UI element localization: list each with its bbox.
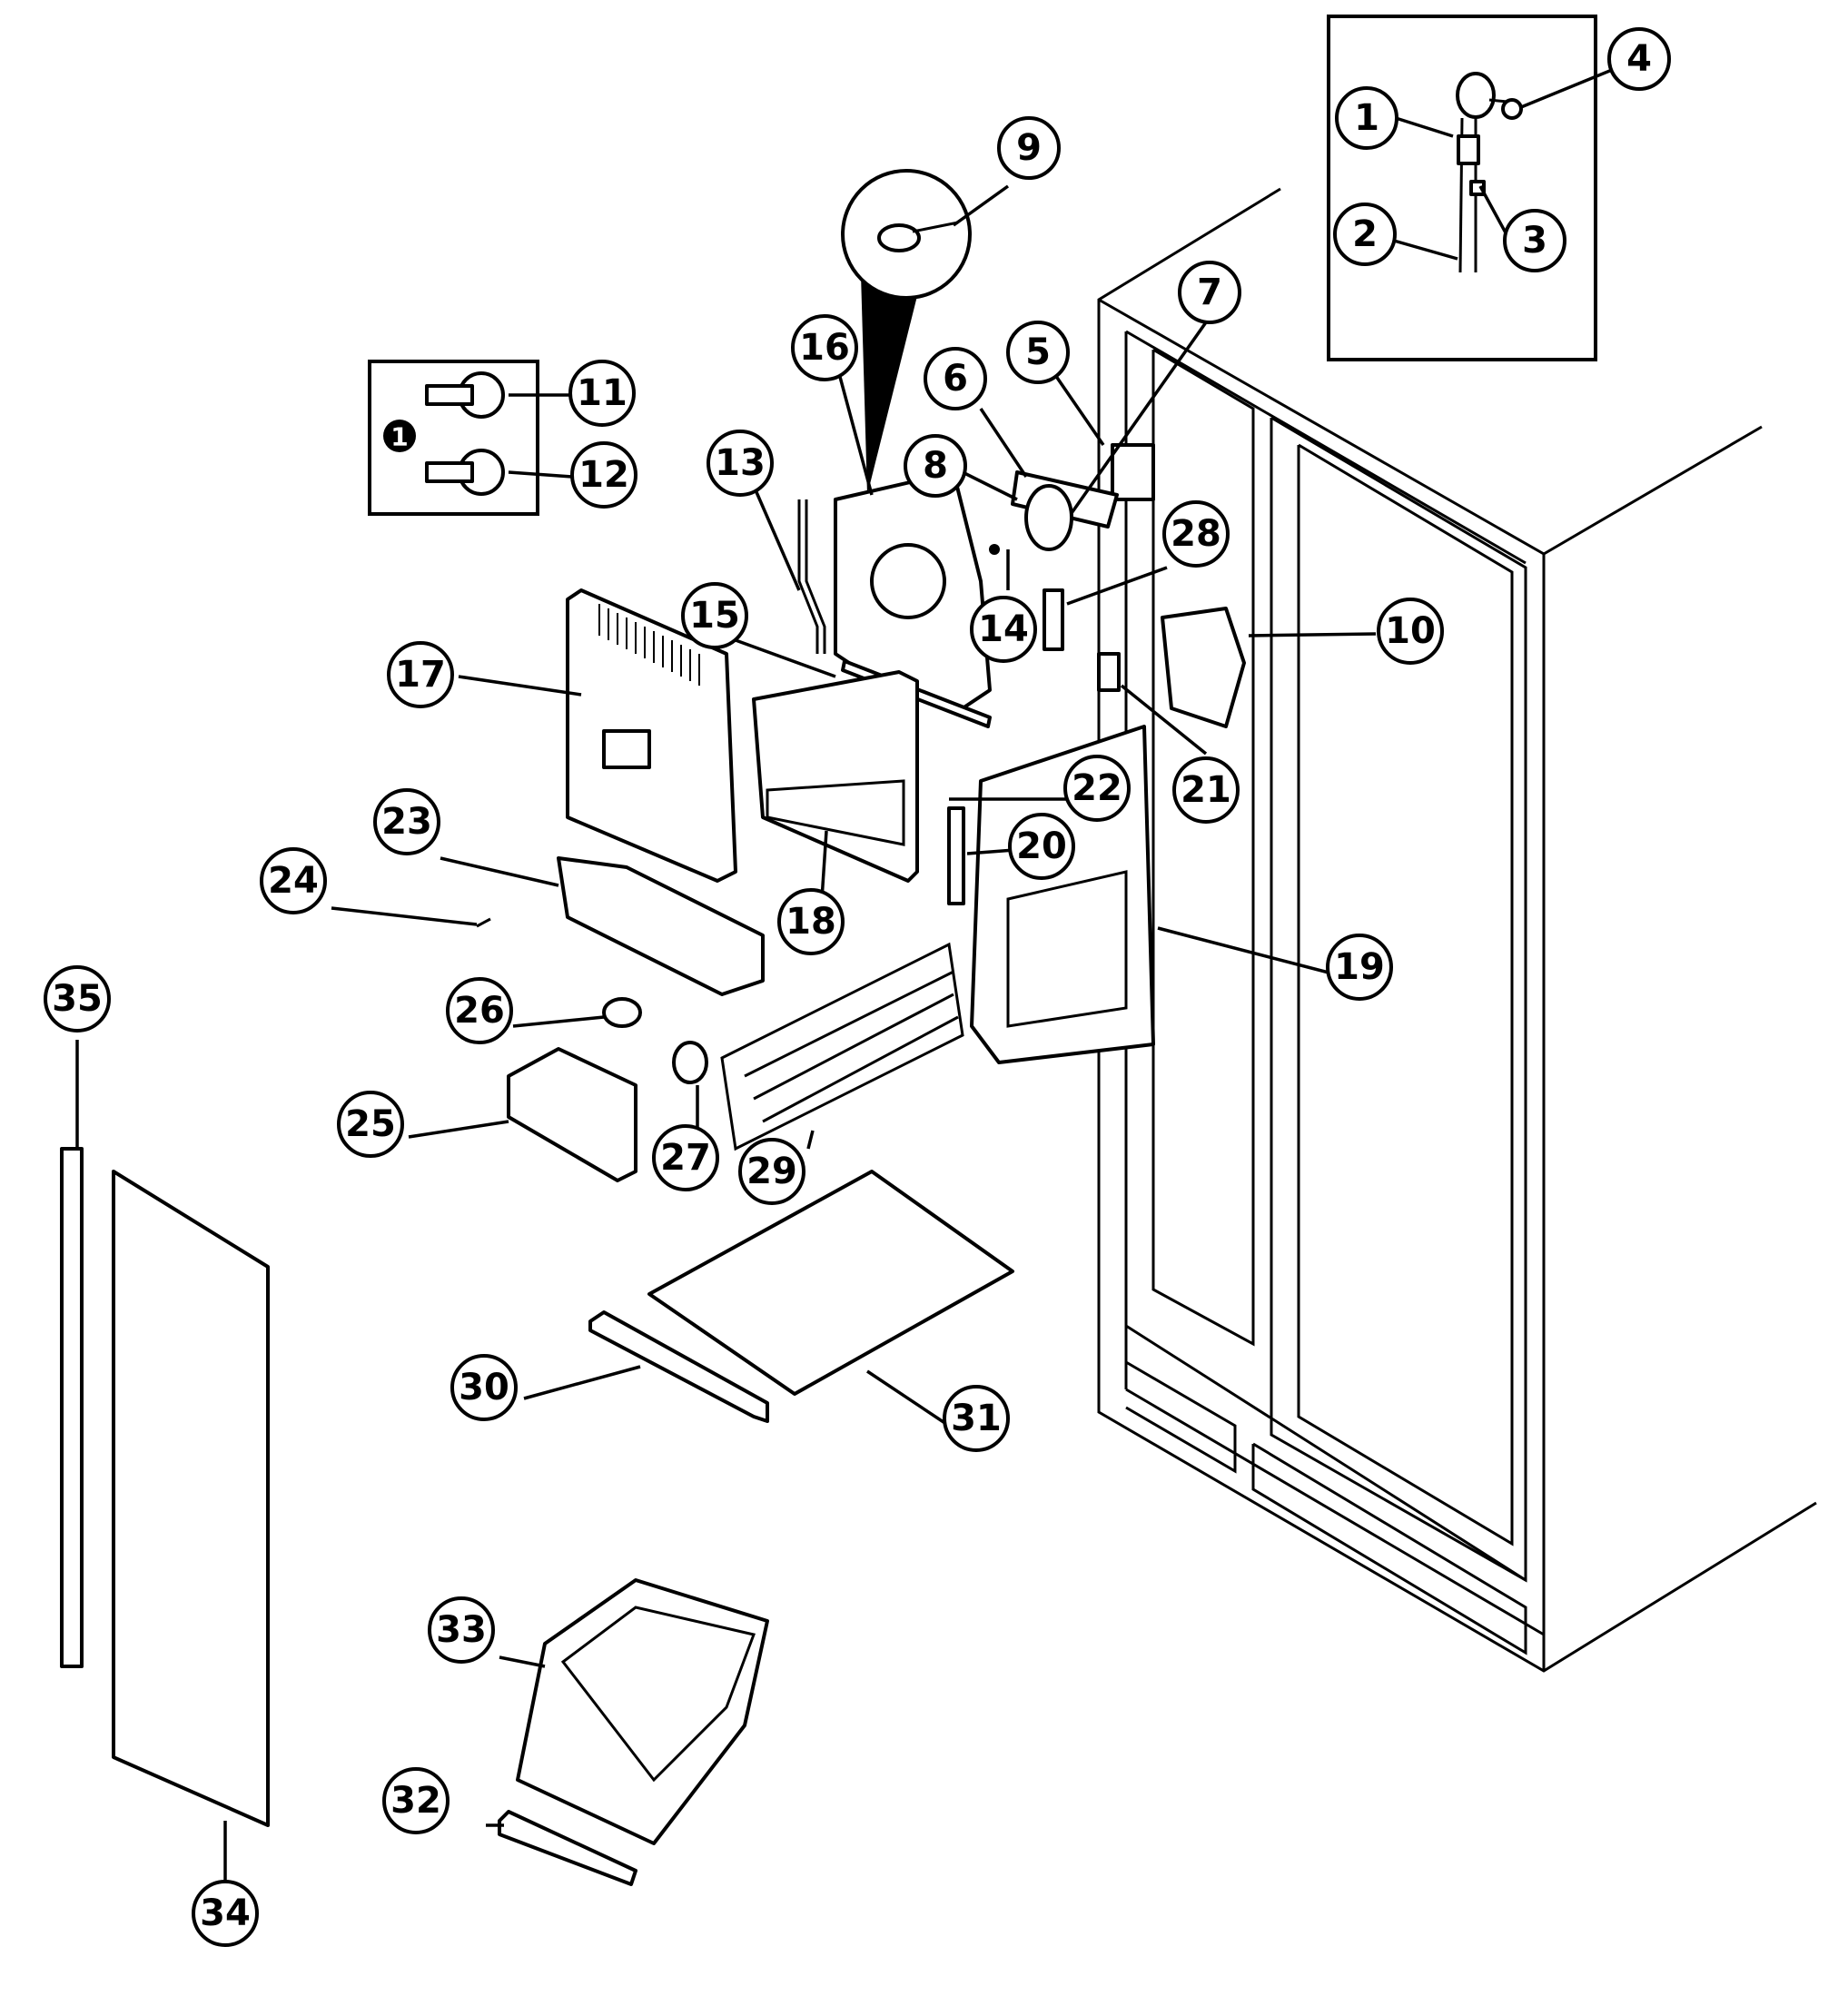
callout-9-label: 9 [1016, 127, 1042, 169]
inset-marker-label: 1 [390, 422, 408, 452]
part-24 [476, 917, 491, 928]
callout-25-label: 25 [345, 1103, 396, 1145]
wire-shelf [720, 942, 964, 1151]
part-25 [507, 1047, 637, 1182]
callout-20: 20 [1008, 813, 1075, 880]
part-21 [1097, 652, 1121, 692]
callout-2: 2 [1333, 203, 1397, 266]
callout-16: 16 [791, 314, 858, 381]
part-28 [1043, 588, 1064, 651]
refrigerator-cabinet [1097, 187, 1817, 1673]
callout-31: 31 [943, 1385, 1010, 1452]
callout-6: 6 [924, 347, 987, 410]
callout-8-label: 8 [923, 445, 948, 487]
callout-4: 4 [1607, 27, 1671, 91]
callout-5-label: 5 [1025, 331, 1051, 373]
callout-11: 11 [568, 360, 636, 427]
callout-29-label: 29 [746, 1151, 797, 1192]
part-10 [1161, 607, 1246, 728]
callout-29: 29 [738, 1138, 805, 1205]
callout-12: 12 [570, 441, 637, 509]
callout-19-label: 19 [1334, 946, 1385, 988]
callout-34: 34 [192, 1880, 259, 1947]
callout-20-label: 20 [1016, 825, 1067, 867]
control-knobs-inset: 1 [368, 360, 539, 516]
callout-26: 26 [446, 977, 513, 1044]
leader-lines [75, 66, 1617, 1884]
callout-31-label: 31 [951, 1398, 1002, 1439]
fan-motor-assembly [989, 443, 1155, 555]
callout-13: 13 [707, 430, 774, 497]
callout-10-label: 10 [1385, 610, 1436, 652]
callout-22: 22 [1063, 755, 1131, 822]
magnifier-detail [841, 169, 972, 495]
callout-21-label: 21 [1181, 769, 1231, 811]
part-23 [557, 856, 765, 996]
callout-3: 3 [1503, 209, 1566, 272]
water-valve-inset [1327, 15, 1597, 361]
callout-7-label: 7 [1197, 272, 1222, 313]
callout-1: 1 [1335, 86, 1398, 150]
callout-32-label: 32 [390, 1780, 441, 1822]
storage-bin [516, 1578, 769, 1845]
callout-33: 33 [428, 1596, 495, 1664]
callout-32: 32 [382, 1767, 450, 1834]
callout-4-label: 4 [1626, 38, 1652, 80]
callout-7: 7 [1178, 261, 1241, 324]
callout-30: 30 [450, 1354, 518, 1421]
callout-24: 24 [260, 847, 327, 914]
callout-13-label: 13 [715, 442, 766, 484]
callout-35: 35 [44, 965, 111, 1033]
callout-22-label: 22 [1072, 767, 1122, 809]
callout-2-label: 2 [1352, 213, 1378, 255]
callout-8: 8 [904, 434, 967, 498]
bin-trim [498, 1810, 637, 1886]
callout-16-label: 16 [799, 327, 850, 369]
callout-27-label: 27 [660, 1137, 711, 1179]
callout-3-label: 3 [1522, 220, 1547, 262]
callout-6-label: 6 [943, 358, 968, 400]
callout-1-label: 1 [1354, 97, 1379, 139]
part-20 [947, 806, 965, 905]
callout-18: 18 [777, 888, 845, 955]
callout-14: 14 [970, 596, 1037, 663]
callout-17-label: 17 [395, 654, 446, 696]
part-26 [602, 997, 642, 1028]
callout-21: 21 [1172, 756, 1240, 824]
callout-24-label: 24 [268, 860, 319, 902]
door-trim [60, 1147, 84, 1668]
callout-17: 17 [387, 641, 454, 708]
callout-28: 28 [1162, 500, 1230, 568]
callout-10: 10 [1377, 598, 1444, 665]
shelf-trim [588, 1310, 769, 1423]
callout-15-label: 15 [689, 595, 740, 637]
callout-26-label: 26 [454, 990, 505, 1032]
rear-panel [566, 588, 737, 883]
callout-14-label: 14 [978, 608, 1029, 650]
callout-15: 15 [681, 582, 748, 649]
part-27 [672, 1041, 708, 1084]
callout-33-label: 33 [436, 1609, 487, 1651]
fan-bracket [834, 470, 992, 710]
callout-30-label: 30 [459, 1367, 509, 1408]
callout-5: 5 [1006, 321, 1070, 384]
part-13 [797, 499, 826, 654]
callout-9: 9 [997, 116, 1061, 180]
callout-11-label: 11 [577, 372, 628, 414]
door-panel [112, 1170, 270, 1827]
callout-23-label: 23 [381, 801, 432, 843]
callout-12-label: 12 [578, 454, 629, 496]
callout-28-label: 28 [1171, 513, 1221, 555]
inset-marker-circle [383, 420, 416, 452]
callout-25: 25 [337, 1091, 404, 1158]
glass-shelf [647, 1170, 1014, 1396]
callout-27: 27 [652, 1124, 719, 1191]
callout-35-label: 35 [52, 978, 103, 1020]
callout-18-label: 18 [786, 901, 836, 943]
callout-34-label: 34 [200, 1892, 251, 1934]
callout-19: 19 [1326, 934, 1393, 1001]
callout-23: 23 [373, 788, 440, 855]
part-18 [752, 670, 919, 883]
